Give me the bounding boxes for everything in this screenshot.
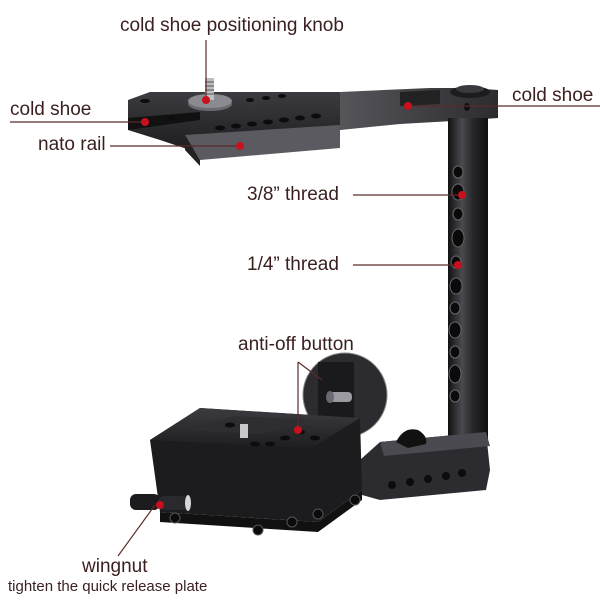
top-plate — [128, 78, 498, 166]
label-cold-shoe-right: cold shoe — [512, 85, 594, 106]
quick-release-clamp — [130, 408, 362, 536]
label-cold-shoe-left: cold shoe — [10, 99, 92, 120]
label-anti-off-button: anti-off button — [238, 334, 354, 355]
label-wingnut-description: tighten the quick release plate — [8, 578, 208, 595]
leader-lines — [10, 40, 600, 557]
label-thread-1-4: 1/4” thread — [247, 254, 339, 275]
label-nato-rail: nato rail — [38, 134, 106, 155]
vertical-rod — [448, 118, 488, 440]
label-wingnut: wingnut — [82, 556, 148, 577]
callout-dots — [141, 96, 466, 509]
label-cold-shoe-positioning-knob: cold shoe positioning knob — [120, 15, 344, 36]
label-thread-3-8: 3/8” thread — [247, 184, 339, 205]
